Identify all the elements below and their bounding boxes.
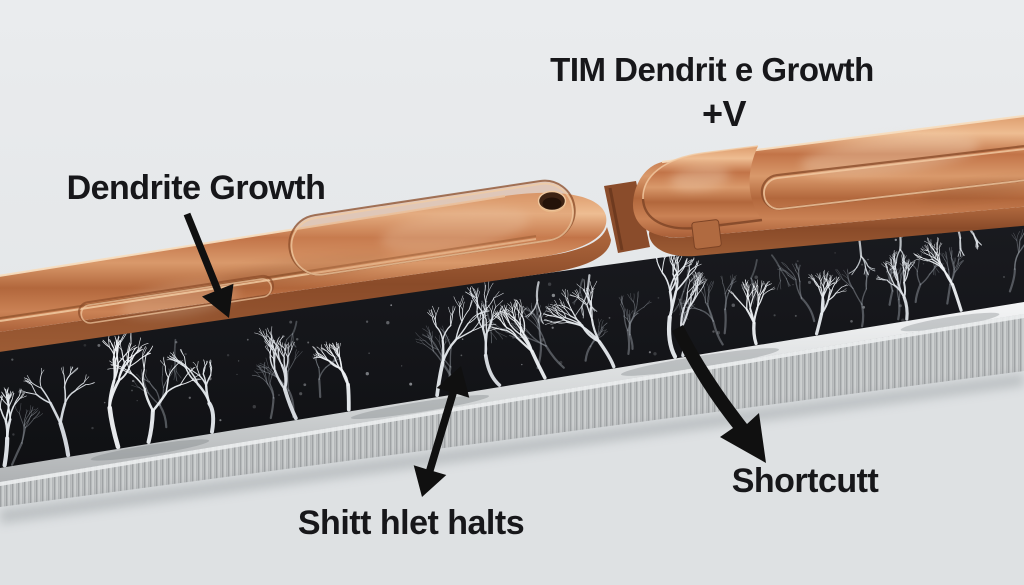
dendrite-growth-arrow [183,212,234,318]
shortcut-arrow [672,325,766,463]
copper-top-edge-highlight [0,194,506,277]
embossed-slot [77,274,275,324]
label-tim-dendrite-growth: TIM Dendrit e Growth [550,51,874,88]
copper-reflection [800,134,980,176]
embossed-groove [760,139,1024,211]
label-plus-v: +V [701,93,747,134]
tim-gap [0,208,1024,472]
copper-ridge-highlight [0,238,537,322]
substrate [0,302,1024,585]
substrate-brushed-edge [0,314,1024,509]
dendrite-crystals [0,222,1024,468]
substrate-shadow [0,373,1024,524]
copper-shading [920,179,1024,201]
copper-reflection [380,207,530,253]
substrate-top-face [0,302,1024,484]
substrate-edge-highlight [0,314,1024,486]
copper-right-front-edge [649,206,1024,257]
tim-dendrite-layer [0,208,1024,472]
annotation-arrows [183,212,766,497]
gap-double-arrow [413,366,470,497]
embossed-plateau [288,179,576,276]
label-shortcut: Shortcutt [731,462,879,500]
bolt-hole [537,190,567,213]
foreground-surface [0,371,1024,585]
joint-block [691,219,722,250]
copper-busbar-left [0,179,611,352]
joint-gap-line [608,187,624,251]
copper-reflection [120,281,240,319]
label-dendrite-growth: Dendrite Growth [66,169,326,207]
label-short-halts: Shitt hlet halts [297,504,525,542]
copper-left-front-edge [0,227,611,352]
copper-busbar-right [604,114,1024,257]
